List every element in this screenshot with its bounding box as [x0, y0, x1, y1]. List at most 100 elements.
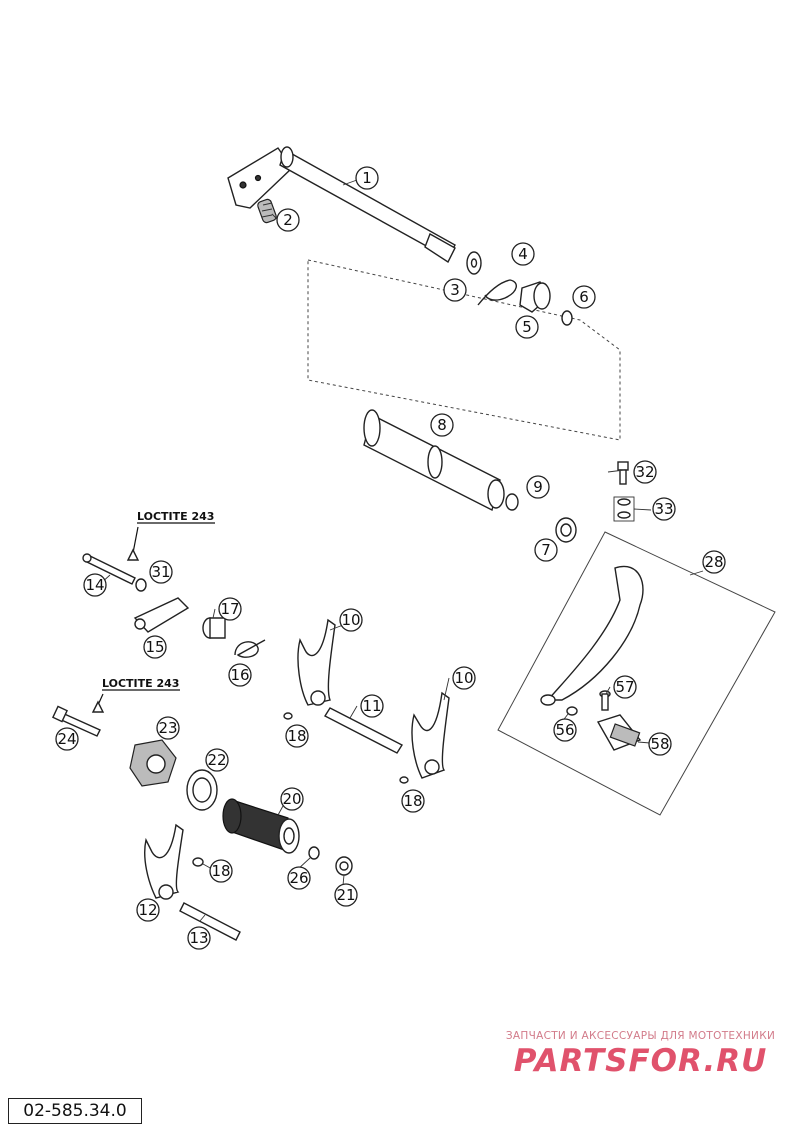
svg-text:LOCTITE 243: LOCTITE 243 [102, 677, 179, 690]
callout-57: 57 [613, 675, 637, 699]
svg-text:13: 13 [189, 929, 208, 947]
svg-text:2: 2 [283, 211, 293, 229]
part-bolt-32 [617, 461, 629, 485]
svg-text:10: 10 [454, 669, 473, 687]
part-shift-shaft [227, 146, 456, 264]
part-sleeve-8 [363, 409, 505, 512]
svg-text:LOCTITE 243: LOCTITE 243 [137, 510, 214, 523]
svg-text:4: 4 [518, 245, 528, 263]
svg-text:10: 10 [341, 611, 360, 629]
watermark-brand: PARTSFOR.RU [513, 1043, 768, 1079]
svg-text:21: 21 [336, 886, 355, 904]
callout-22: 22 [205, 748, 229, 772]
callout-8: 8 [430, 413, 454, 437]
callout-33: 33 [652, 497, 676, 521]
svg-text:18: 18 [211, 862, 230, 880]
callout-18-b: 18 [401, 789, 425, 813]
callout-23: 23 [156, 716, 180, 740]
callout-13: 13 [187, 926, 211, 950]
svg-text:1: 1 [362, 169, 372, 187]
svg-text:9: 9 [533, 478, 543, 496]
svg-text:18: 18 [287, 727, 306, 745]
callout-3: 3 [443, 278, 467, 302]
part-washer-26 [308, 846, 320, 860]
callout-24: 24 [55, 727, 79, 751]
callout-4: 4 [511, 242, 535, 266]
callout-17: 17 [218, 597, 242, 621]
part-washer-3 [466, 251, 482, 275]
part-washer-31 [135, 578, 147, 592]
assembly-outline-shaft [307, 259, 621, 441]
part-locking-lever-23 [129, 739, 177, 787]
callout-10-upper: 10 [339, 608, 363, 632]
part-spring-16 [234, 639, 266, 658]
callout-32: 32 [633, 460, 657, 484]
callout-56: 56 [553, 718, 577, 742]
part-shift-fork-lower [411, 691, 450, 779]
svg-text:31: 31 [151, 563, 170, 581]
part-ring-56 [566, 706, 578, 716]
part-bushing-5 [519, 281, 551, 313]
watermark: ЗАПЧАСТИ И АКСЕССУАРЫ ДЛЯ МОТОТЕХНИКИ PA… [488, 1030, 793, 1080]
part-pin-18-c [192, 857, 204, 867]
part-shift-tip-58 [596, 714, 642, 751]
svg-text:17: 17 [220, 600, 239, 618]
part-shift-fork-12 [144, 823, 184, 900]
svg-text:16: 16 [230, 666, 249, 684]
svg-text:15: 15 [145, 638, 164, 656]
svg-text:28: 28 [704, 553, 723, 571]
callout-21: 21 [334, 883, 358, 907]
callout-11: 11 [360, 694, 384, 718]
svg-text:24: 24 [57, 730, 76, 748]
svg-text:5: 5 [522, 318, 532, 336]
part-fork-rod-11 [324, 707, 403, 754]
part-bolt-57 [599, 690, 611, 711]
assembly-outline-lever [497, 531, 776, 816]
svg-text:18: 18 [403, 792, 422, 810]
callout-7: 7 [534, 538, 558, 562]
part-bearing-22 [186, 769, 218, 811]
part-bolt-24 [52, 705, 101, 737]
part-spring-clip [477, 279, 517, 306]
loctite-note-b: LOCTITE 243 [91, 677, 180, 713]
part-fork-rod-13 [179, 902, 241, 941]
callout-15: 15 [143, 635, 167, 659]
callout-31: 31 [149, 560, 173, 584]
svg-text:57: 57 [615, 678, 634, 696]
diagram-code: 02-585.34.0 [8, 1098, 142, 1124]
svg-text:22: 22 [207, 751, 226, 769]
part-bushing-21 [335, 856, 353, 876]
svg-text:6: 6 [579, 288, 589, 306]
svg-text:33: 33 [654, 500, 673, 518]
part-shift-lever [540, 565, 644, 706]
svg-text:14: 14 [85, 576, 104, 594]
part-ring-9 [505, 493, 519, 511]
svg-text:58: 58 [650, 735, 669, 753]
svg-text:11: 11 [362, 697, 381, 715]
callout-9: 9 [526, 475, 550, 499]
callout-2: 2 [276, 208, 300, 232]
part-pin-18-b [399, 776, 409, 784]
callout-18-a: 18 [285, 724, 309, 748]
part-roller-17 [202, 617, 226, 639]
watermark-tagline: ЗАПЧАСТИ И АКСЕССУАРЫ ДЛЯ МОТОТЕХНИКИ [505, 1030, 776, 1042]
svg-text:26: 26 [289, 869, 308, 887]
part-ring-6 [561, 310, 573, 326]
callout-58: 58 [648, 732, 672, 756]
svg-text:23: 23 [158, 719, 177, 737]
callout-6: 6 [572, 285, 596, 309]
svg-text:56: 56 [555, 721, 574, 739]
callout-12: 12 [136, 898, 160, 922]
callout-14: 14 [83, 573, 107, 597]
part-bolt-14 [82, 553, 136, 585]
part-shift-drum-20 [222, 798, 300, 854]
callout-1: 1 [355, 166, 379, 190]
callout-20: 20 [280, 787, 304, 811]
part-spring-small [257, 198, 277, 224]
svg-text:32: 32 [635, 463, 654, 481]
svg-text:7: 7 [541, 541, 551, 559]
svg-text:20: 20 [282, 790, 301, 808]
callout-18-c: 18 [209, 859, 233, 883]
callout-16: 16 [228, 663, 252, 687]
